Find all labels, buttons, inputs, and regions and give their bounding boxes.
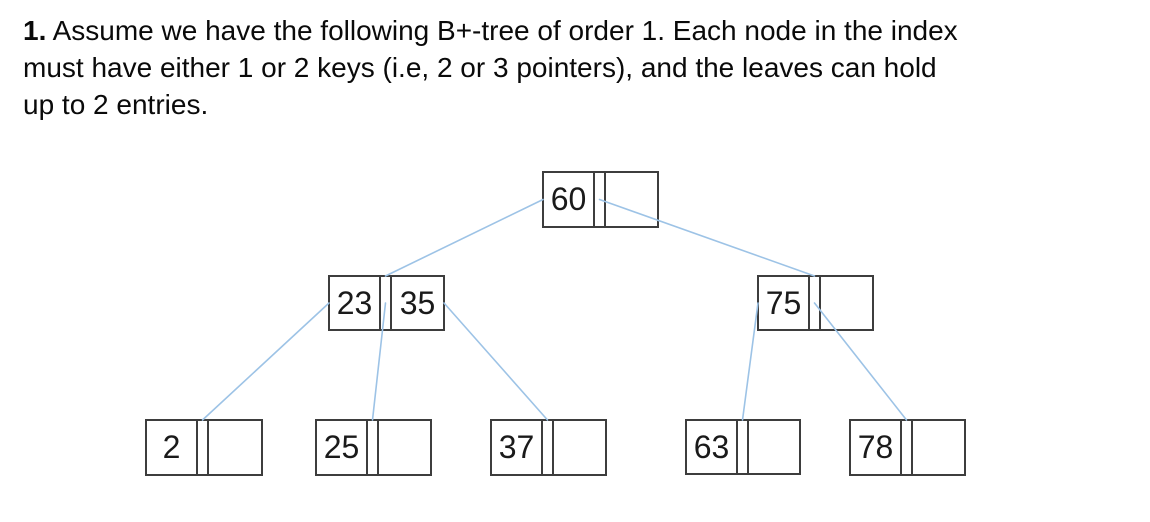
empty-cell	[209, 421, 261, 474]
pointer-divider	[196, 421, 209, 474]
problem-line-2: must have either 1 or 2 keys (i.e, 2 or …	[23, 52, 937, 83]
tree-node-23-35: 23 35	[328, 275, 445, 331]
key-cell: 23	[336, 284, 373, 321]
key-cell: 25	[323, 429, 360, 465]
tree-leaf-25: 25	[315, 419, 432, 476]
edge-node-23-35-to-leaf-2	[201, 302, 330, 421]
key-cell: 78	[857, 429, 894, 465]
empty-cell	[379, 421, 430, 474]
empty-cell	[749, 421, 799, 473]
key-cell: 35	[399, 284, 436, 321]
pointer-divider	[541, 421, 554, 474]
tree-node-60: 60	[542, 171, 659, 228]
pointer-divider	[379, 277, 392, 329]
pointer-divider	[808, 277, 821, 329]
edge-node-60-to-node-23-35	[384, 198, 544, 277]
pointer-divider	[593, 173, 606, 226]
key-cell: 37	[498, 429, 535, 465]
problem-line-3: up to 2 entries.	[23, 89, 209, 120]
problem-number: 1.	[23, 15, 47, 46]
pointer-divider	[900, 421, 913, 474]
empty-cell	[821, 277, 872, 329]
tree-leaf-37: 37	[490, 419, 607, 476]
key-cell: 63	[693, 428, 730, 465]
empty-cell	[554, 421, 605, 474]
empty-cell	[913, 421, 964, 474]
problem-statement: 1. Assume we have the following B+-tree …	[23, 12, 958, 123]
tree-node-75: 75	[757, 275, 874, 331]
pointer-divider	[736, 421, 749, 473]
tree-leaf-63: 63	[685, 419, 801, 475]
pointer-divider	[366, 421, 379, 474]
edge-node-23-35-to-leaf-37	[443, 302, 549, 421]
key-cell: 60	[550, 181, 587, 217]
tree-leaf-78: 78	[849, 419, 966, 476]
empty-cell	[606, 173, 657, 226]
key-cell: 75	[765, 284, 802, 321]
edge-node-75-to-leaf-63	[741, 302, 759, 421]
problem-line-1: 1. Assume we have the following B+-tree …	[23, 12, 958, 49]
key-cell: 2	[162, 429, 181, 465]
problem-line-1-text: Assume we have the following B+-tree of …	[46, 15, 958, 46]
tree-leaf-2: 2	[145, 419, 263, 476]
